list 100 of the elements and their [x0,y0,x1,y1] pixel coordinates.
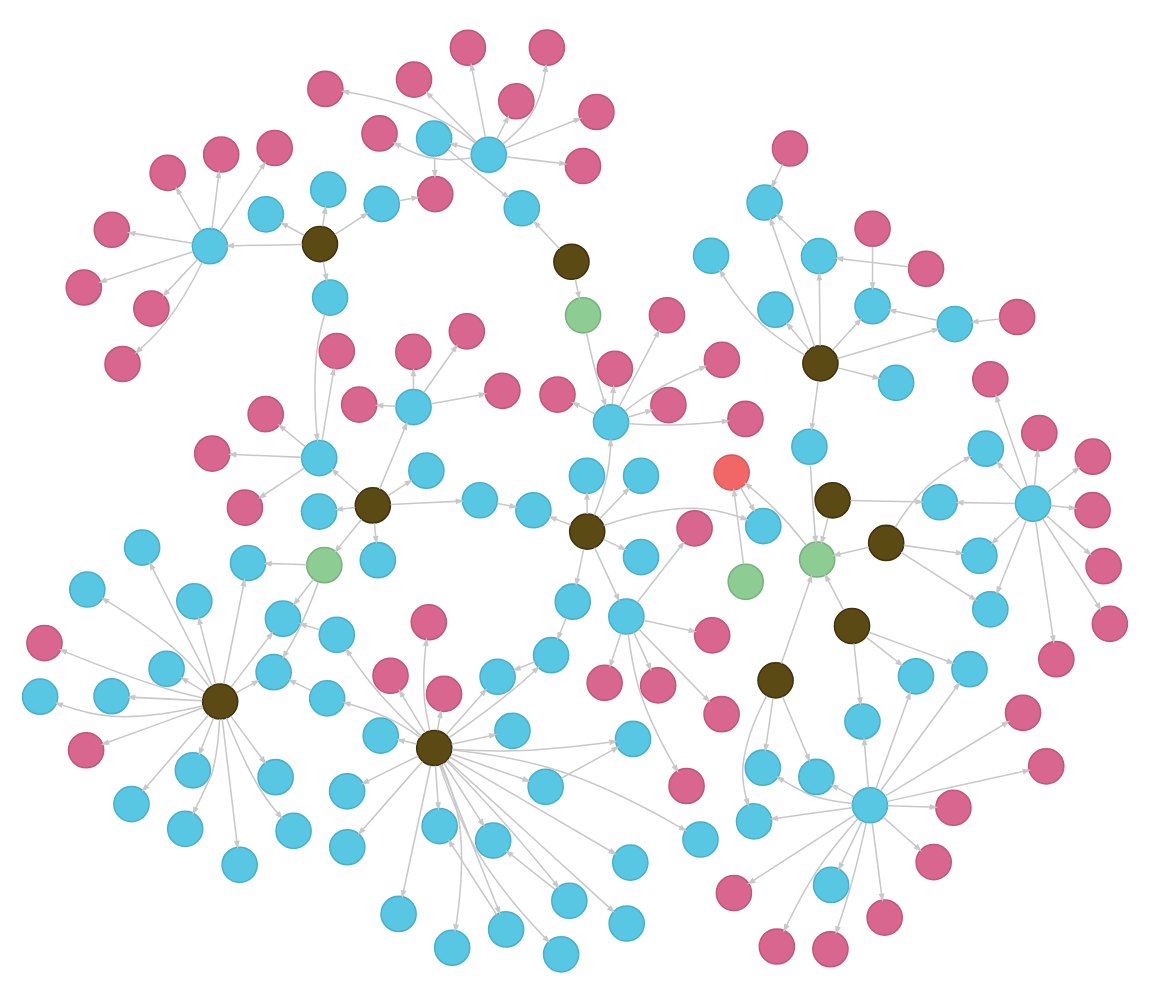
node-circle [300,492,338,529]
node-circle [693,616,731,653]
arrow [448,664,540,738]
arrow [434,763,441,810]
node-circle [578,92,615,130]
node-circle [449,28,487,66]
node-circle [935,788,972,826]
arrow [227,450,303,458]
arrow [744,481,808,545]
arrow [627,632,679,772]
arrow [1042,517,1102,610]
node-circle [148,649,185,687]
node-circle [539,375,576,412]
arrow [340,88,476,143]
arrow [448,141,473,150]
node-circle [410,602,448,640]
arrow [548,515,572,525]
arrow [162,257,199,297]
node-circle [1074,490,1111,528]
node-circle [308,679,346,716]
arrow [505,155,568,166]
node-circle [592,402,630,440]
node-circle [176,581,213,619]
arrow [809,462,819,544]
node-circle [553,242,590,280]
arrow [996,518,1028,594]
arrow [624,364,708,411]
arrow [627,417,731,425]
arrow [198,716,215,755]
node-circle [1091,604,1129,642]
node-circle [226,488,264,525]
node-circle [307,69,344,107]
arrow [54,701,204,717]
node-circle [727,562,765,600]
node-circle [433,928,471,966]
node-circle [972,590,1009,627]
arrow [496,114,510,139]
node-circle [65,268,103,305]
node-circle [844,702,881,739]
arrow [636,539,685,603]
node-circle [318,331,356,369]
arrow [627,408,654,417]
node-circle [554,582,592,620]
node-circle [363,184,401,222]
node-circle [936,304,974,342]
node-circle [425,674,463,712]
arrow [618,328,660,407]
node-circle [676,508,713,546]
node-circle [802,344,839,381]
arrow [785,321,810,350]
arrow [879,680,961,791]
node-circle [448,312,486,349]
arrow [360,754,420,784]
arrow [440,762,463,932]
node-circle [255,652,292,690]
node-circle [568,512,606,549]
arrow [100,705,204,744]
arrow [771,162,784,188]
arrow [1049,503,1078,510]
node-circle [69,570,106,607]
arrow [871,821,885,902]
arrow [298,621,321,630]
arrow [330,467,361,494]
arrow [560,745,620,779]
node-circle [527,767,564,805]
node-circle [21,677,59,714]
arrow [995,392,1029,487]
arrow [832,545,870,556]
arrow [882,815,922,851]
arrow [505,849,557,890]
arrow [450,752,531,781]
arrow [496,501,518,508]
node-circle [362,716,400,753]
node-circle [470,135,508,173]
arrow [780,573,813,664]
node-circle [494,711,531,749]
arrow [445,687,488,735]
node-circle [229,543,267,581]
node-circle [515,490,552,528]
node-circle [202,135,240,172]
arrow [258,466,305,498]
node-circle [596,349,634,387]
node-circle [201,682,239,719]
arrow [775,775,854,804]
arrow [469,61,487,137]
arrow [741,694,768,806]
arrow [322,259,329,282]
arrow [875,689,911,789]
node-circle [791,427,828,465]
arrow [58,648,204,698]
arrow [602,506,749,526]
node-circle [608,597,645,634]
arrow [886,767,1031,802]
arrow [532,219,561,249]
node-circle [1021,413,1058,451]
arrow [342,700,421,738]
arrow [837,366,881,379]
arrow [584,490,590,514]
arrow [831,316,863,350]
node-circle [757,661,794,698]
